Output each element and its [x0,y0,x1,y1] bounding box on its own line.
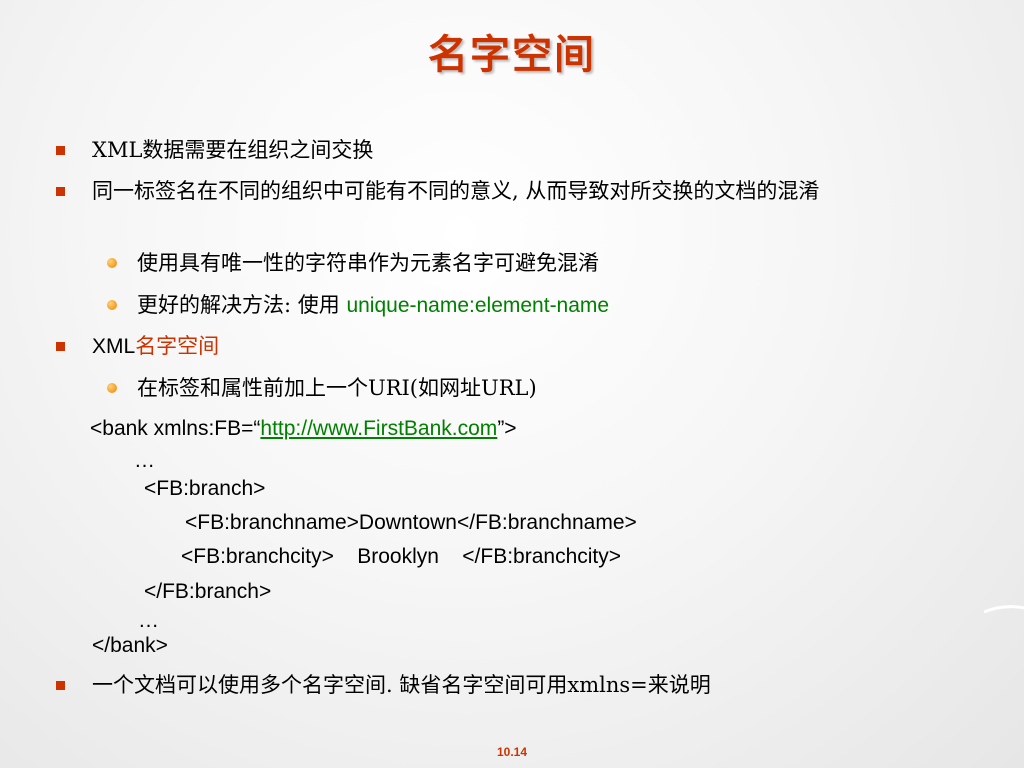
sub-bullet-item: 使用具有唯一性的字符串作为元素名字可避免混淆 [137,251,599,275]
code-line: <FB:branchcity> Brooklyn </FB:branchcity… [181,545,622,568]
bullet-item: XML名字空间 [92,331,219,362]
highlight-text: unique-name:element-name [346,294,610,317]
code-line: </bank> [92,634,168,657]
code-ellipsis: … [138,609,159,632]
decorative-swoosh-icon [984,605,1024,614]
bullet-square-icon [56,187,65,196]
sub-bullet-item: 更好的解决方法: 使用 unique-name:element-name [137,290,609,321]
code-ellipsis: … [134,449,155,472]
code-line: </FB:branch> [144,580,272,603]
code-line: <FB:branchname>Downtown</FB:branchname> [185,511,637,534]
bullet-square-icon [56,342,65,351]
bullet-square-icon [56,146,65,155]
bullet-dot-icon [107,300,117,310]
firstbank-link[interactable]: http://www.FirstBank.com [260,417,498,440]
bullet-dot-icon [107,383,117,393]
code-line: <FB:branch> [144,477,266,500]
bullet-dot-icon [107,258,117,268]
page-number: 10.14 [496,745,528,759]
highlight-text: 名字空间 [135,334,220,358]
slide-title: 名字空间 [428,32,596,78]
bullet-text: XML [92,335,136,358]
bullet-item: XML数据需要在组织之间交换 [92,138,374,162]
code-text: ”> [497,417,517,440]
sub-bullet-text: 更好的解决方法: 使用 [137,293,347,317]
code-line: <bank xmlns:FB=“http://www.FirstBank.com… [90,415,517,443]
sub-bullet-item: 在标签和属性前加上一个URI(如网址URL) [137,376,537,400]
bullet-item: 一个文档可以使用多个名字空间. 缺省名字空间可用xmlns=来说明 [92,673,711,697]
code-text: <bank xmlns:FB=“ [90,417,261,440]
bullet-square-icon [56,681,65,690]
bullet-item: 同一标签名在不同的组织中可能有不同的意义, 从而导致对所交换的文档的混淆 [92,179,820,203]
